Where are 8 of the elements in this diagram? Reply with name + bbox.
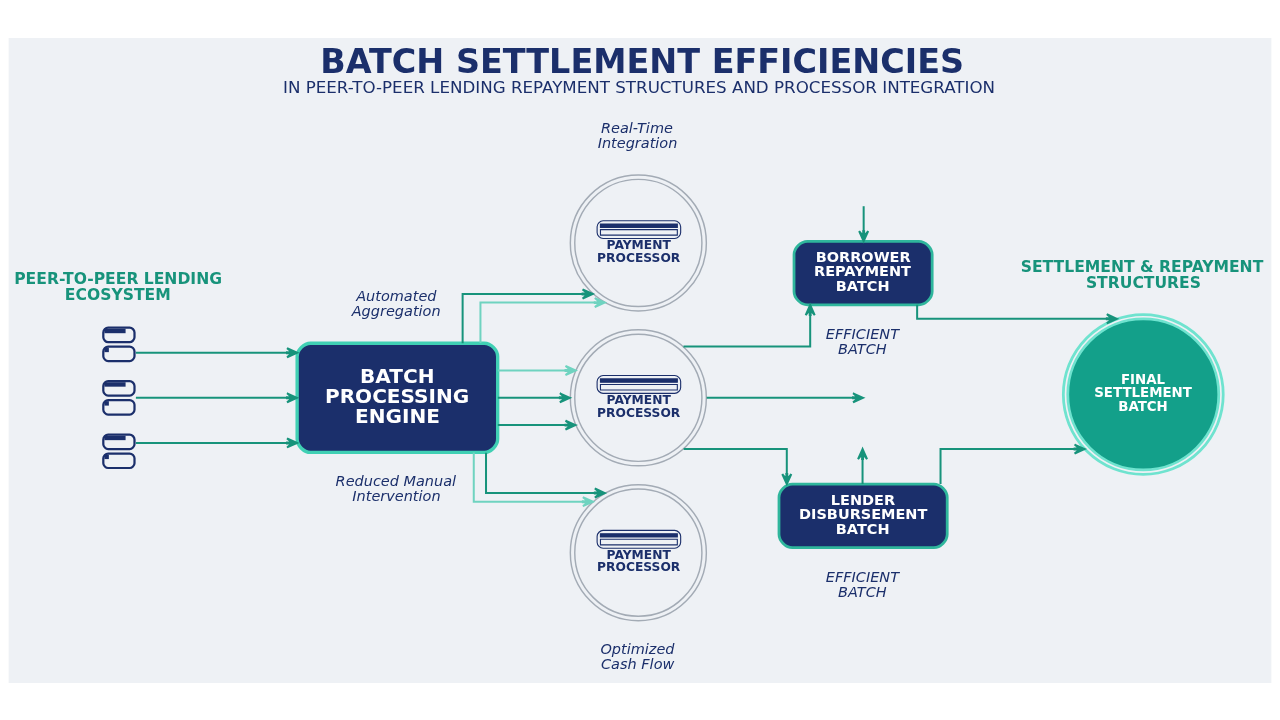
node-label: Automated Aggregation — [351, 287, 441, 319]
label: SETTLEMENT & REPAYMENT STRUCTURES — [1020, 257, 1264, 292]
label: Real-Time Integration — [597, 119, 678, 151]
label: PEER-TO-PEER LENDING ECOSYSTEM — [14, 269, 222, 304]
label: Optimized Cash Flow — [600, 640, 675, 672]
node-label: Reduced Manual Intervention — [335, 472, 457, 504]
node-label: EFFICIENT BATCH — [825, 325, 900, 357]
node-label: EFFICIENT BATCH — [825, 568, 900, 600]
